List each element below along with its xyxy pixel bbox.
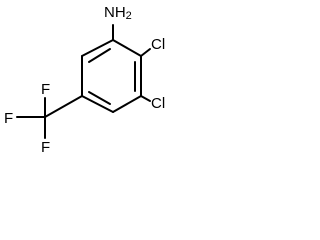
chlorine-top-label: Cl — [151, 36, 165, 53]
ring-bond-4 — [81, 95, 114, 113]
bond-to-chlorine-top — [140, 48, 151, 57]
ring-bond-3 — [112, 95, 142, 113]
double-bond-inner-3 — [88, 91, 111, 105]
chemical-structure: NH2 Cl Cl F F F — [4, 4, 165, 156]
bonds — [16, 24, 151, 139]
amine-label: NH2 — [104, 4, 132, 22]
ring-bond-1 — [112, 39, 142, 57]
double-bond-inner-1 — [88, 48, 111, 63]
fluorine-left-label: F — [4, 110, 13, 127]
fluorine-bottom-label: F — [41, 139, 50, 156]
ring-bond-6 — [81, 39, 114, 57]
fluorine-top-label: F — [41, 81, 50, 98]
bond-to-cf3 — [44, 95, 83, 118]
chlorine-bottom-label: Cl — [151, 95, 165, 112]
bond-to-chlorine-bottom — [140, 95, 151, 102]
atom-labels: NH2 Cl Cl F F F — [4, 4, 165, 156]
